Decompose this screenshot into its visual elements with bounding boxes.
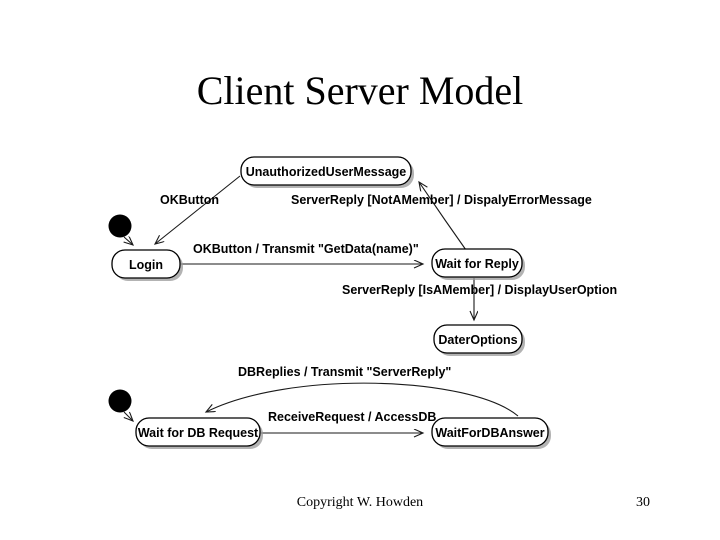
transition-arrow	[155, 175, 241, 244]
footer-copyright: Copyright W. Howden	[296, 495, 424, 510]
transition-arrow	[206, 382, 519, 417]
state-login[interactable]: Login	[111, 249, 183, 281]
initial-state-marker-server	[108, 389, 132, 413]
footer-page-number: 30	[636, 495, 650, 510]
transition-initial-to-dbrequest	[124, 412, 133, 421]
state-outline	[135, 417, 261, 447]
transition-dbanswer-to-dbrequest	[206, 382, 519, 417]
state-outline	[111, 249, 181, 279]
transition-label-okbutton: OKButton	[160, 193, 219, 207]
state-label: DaterOptions	[438, 333, 517, 347]
state-label: Wait for Reply	[435, 257, 519, 271]
transition-label-dbreplies-transmit: DBReplies / Transmit "ServerReply"	[238, 365, 451, 379]
page-title: Client Server Model	[196, 68, 524, 113]
transition-label-receiverequest-accessdb: ReceiveRequest / AccessDB	[268, 410, 436, 424]
state-unauthorizeduser message[interactable]: UnauthorizedUserMessage	[240, 156, 414, 188]
state-wait-for-reply[interactable]: Wait for Reply	[431, 248, 525, 280]
state-outline	[431, 417, 549, 447]
initial-state-marker-client	[108, 214, 132, 238]
state-label: WaitForDBAnswer	[435, 426, 544, 440]
state-outline	[240, 156, 412, 186]
transition-label-okbutton-transmit: OKButton / Transmit "GetData(name)"	[193, 242, 419, 256]
transition-arrow	[419, 182, 467, 251]
state-wait-for-db-answer[interactable]: WaitForDBAnswer	[431, 417, 551, 449]
state-label: UnauthorizedUserMessage	[246, 165, 407, 179]
transition-wait-to-unauthorized	[419, 182, 467, 251]
transition-unauthorized-to-login	[155, 175, 241, 244]
transition-label-serverreply-notamember: ServerReply [NotAMember] / DispalyErrorM…	[291, 193, 592, 207]
state-wait-for-db-request[interactable]: Wait for DB Request	[135, 417, 263, 449]
state-label: Wait for DB Request	[138, 426, 259, 440]
state-outline	[431, 248, 523, 278]
transition-initial-to-login	[124, 237, 133, 245]
state-outline	[433, 324, 523, 354]
state-label: Login	[129, 258, 163, 272]
state-dater-options[interactable]: DaterOptions	[433, 324, 525, 356]
transition-label-serverreply-isamember: ServerReply [IsAMember] / DisplayUserOpt…	[342, 283, 617, 297]
